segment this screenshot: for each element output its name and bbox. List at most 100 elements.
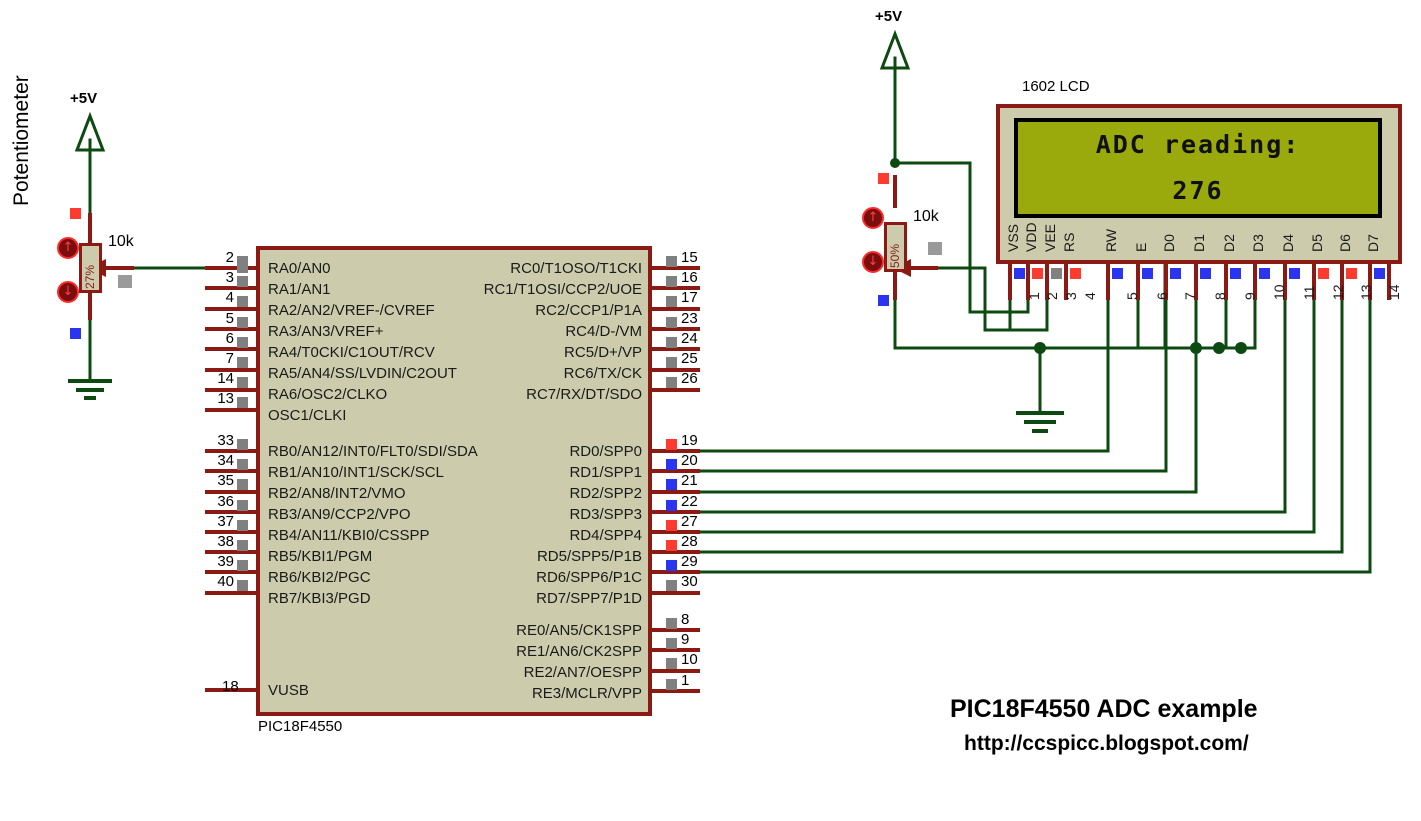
pin-square [237,377,248,389]
pin-square [237,580,248,592]
pin-name: RB1/AN10/INT1/SCK/SCL [268,464,444,481]
pin-square [237,439,248,450]
pin-name: RB0/AN12/INT0/FLT0/SDI/SDA [268,443,478,460]
pin-name: RC4/D-/VM [565,323,642,340]
pot-left-up-button[interactable]: ↑ [57,237,79,259]
pin-square [666,540,677,551]
pin-square [666,316,677,328]
pin-number: 23 [681,309,698,327]
pin-name: RA0/AN0 [268,260,331,277]
lcd-pin-square [1032,268,1043,279]
potentiometer-left-body[interactable] [79,243,102,293]
pot-left-down-button[interactable]: ↓ [57,281,79,303]
pin-square [666,580,677,592]
lcd-pin-name: RS [1061,232,1077,252]
lcd-pin-square [1112,268,1123,279]
lcd-pin-square [1230,268,1241,279]
lcd-pin-square [1070,268,1081,279]
pin-square [666,336,677,348]
potentiometer-right-value: 10k [913,208,939,225]
pot-right-wiper-handle[interactable] [928,242,942,255]
pin-number: 35 [217,472,234,490]
pin-name: RA5/AN4/SS/LVDIN/C2OUT [268,365,457,382]
pin-name: RA2/AN2/VREF-/CVREF [268,302,435,319]
pot-left-wiper-handle[interactable] [118,275,132,288]
pin-square-vusb [237,262,248,273]
lcd-pin-name: D7 [1365,234,1381,252]
lcd-pin-name: D1 [1191,234,1207,252]
pin-number: 28 [681,533,698,550]
pin-square [237,519,248,531]
left-vcc-arrow-icon [74,111,106,152]
potentiometer-right-body[interactable] [884,222,907,272]
pin-number: 16 [681,269,698,287]
pin-number: 3 [225,269,234,287]
junction-dot [1034,342,1046,354]
pin-number: 20 [681,452,698,470]
pin-number: 40 [217,573,234,591]
lcd-pin-number: 14 [1386,284,1402,300]
pin-number: 7 [225,350,234,367]
lcd-pin-name: VDD [1023,222,1039,252]
pot-left-terminal-bottom [70,328,81,339]
potentiometer-caption: Potentiometer [10,75,33,206]
pin-square [666,256,677,267]
pin-square [666,499,677,511]
pin-number: 6 [225,329,234,347]
pin-square [666,357,677,368]
pot-right-up-button[interactable]: ↑ [862,207,884,229]
lcd-pin-number: 8 [1212,292,1228,300]
lcd-pin-number: 7 [1182,292,1198,300]
pin-square [237,560,248,572]
pin-name: RC6/TX/CK [563,365,642,382]
potentiometer-left-percent: 27% [83,264,97,289]
mcu-body[interactable] [256,246,652,716]
down-arrow-icon: ↓ [867,254,879,269]
pin-number: 15 [681,249,698,266]
lcd-pin-number: 12 [1330,284,1346,300]
pin-square [666,658,677,670]
supply-label-left: +5V [70,90,98,107]
pin-number: 2 [225,249,234,266]
pin-name: RB5/KBI1/PGM [268,548,373,565]
pin-name: RA3/AN3/VREF+ [268,323,384,340]
pin-num-vusb: 18 [222,678,239,695]
pin-square [666,618,677,629]
lcd-pin-number: 6 [1154,292,1170,300]
pin-number: 38 [217,533,234,550]
pin-number: 22 [681,492,698,510]
lcd-pin-square [1142,268,1153,279]
pin-number: 33 [217,432,234,449]
pin-name: RE2/AN7/OESPP [523,664,642,681]
pot-right-down-button[interactable]: ↓ [862,251,884,273]
lcd-pin-name: D5 [1309,234,1325,252]
lcd-pin-square [1346,268,1357,279]
pin-square [237,540,248,551]
lcd-pin-number: 5 [1124,292,1140,300]
lcd-pin-name: E [1133,242,1149,252]
lcd-line-1: ADC reading: [1095,130,1301,159]
pin-square [666,439,677,450]
pin-square [666,638,677,650]
lcd-pin-square [1259,268,1270,279]
supply-label-right: +5V [875,8,903,25]
lcd-pin-number: 3 [1063,292,1079,300]
lcd-pin-number: 4 [1082,292,1098,300]
pin-name: RD4/SPP4 [569,527,642,544]
pin-number: 37 [217,512,234,530]
pin-number: 9 [681,631,690,649]
pin-name: RB6/KBI2/PGC [268,569,371,586]
lcd-pin-name: D4 [1280,234,1296,252]
pin-number: 36 [217,492,234,510]
portb-pin-names: RB0/AN12/INT0/FLT0/SDI/SDA RB1/AN10/INT1/… [268,441,478,609]
lcd-pin-name: D6 [1337,234,1353,252]
down-arrow-icon: ↓ [62,284,74,299]
lcd-screen: ADC reading: 276 [1014,118,1382,218]
lcd-pin-number: 9 [1242,292,1258,300]
pin-name: RA1/AN1 [268,281,331,298]
